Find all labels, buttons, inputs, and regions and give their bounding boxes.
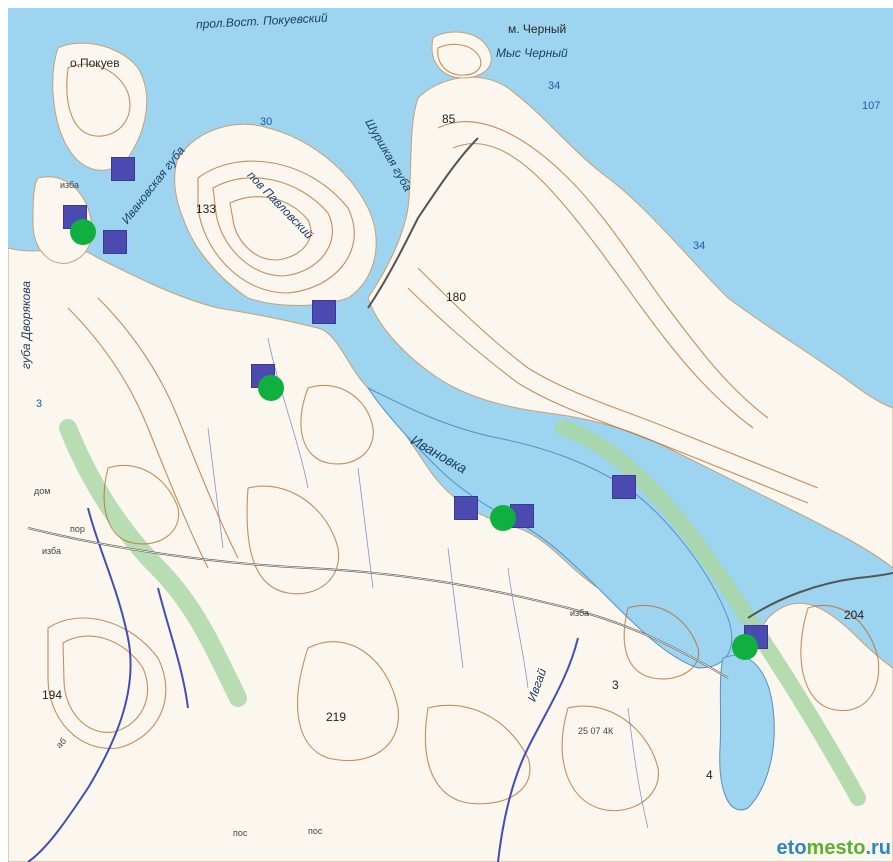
marker-square[interactable] [612,475,636,499]
label-road: пор [70,524,85,534]
watermark-part3: .ru [865,837,891,859]
elev-180: 180 [446,290,467,304]
elev-3: 3 [612,678,619,692]
marsh-west [59,419,247,707]
label-house: дом [34,486,51,496]
elev-194: 194 [42,688,63,702]
marker-circle[interactable] [258,375,284,401]
marker-square[interactable] [312,300,336,324]
marker-square[interactable] [103,230,127,254]
depth-107: 107 [862,100,881,112]
label-hut-3: изба [570,608,590,618]
elev-85: 85 [442,112,456,126]
roads-inner [27,527,729,679]
label-hut-1: изба [60,180,80,190]
label-road-2: пос [233,828,248,838]
landmass-northeast [367,76,893,569]
marker-circle[interactable] [732,634,758,660]
marker-square[interactable] [111,157,135,181]
watermark-part1: eto [776,837,807,859]
label-hut-2: изба [42,546,62,556]
marsh-belt [555,420,866,806]
topographic-map [8,8,893,862]
marker-square[interactable] [454,496,478,520]
label-island: о.Покуев [70,56,120,70]
elev-204: 204 [844,608,865,622]
watermark-part2: mesto [806,837,866,859]
watermark-logo: etomesto.ru [777,837,891,860]
road-mark: 25 07 4К [578,726,614,736]
label-cape: Мыс Черный [496,46,568,60]
marker-circle[interactable] [490,505,516,531]
label-cape-short: м. Черный [508,22,567,36]
elev-133: 133 [196,202,217,216]
depth-30: 30 [260,116,273,128]
island-cherny [431,31,492,79]
peninsula-pavlovsky [174,123,377,306]
map-view[interactable]: прол.Вост. Покуевский о.Покуев м. Черный… [8,8,893,862]
streams [207,337,649,829]
elev-4: 4 [706,768,713,782]
lake-south-lobe [719,655,775,811]
depth-34a: 34 [548,80,561,92]
label-bay-dvoryakova: губа Дворякова [19,280,34,370]
depth-3: 3 [36,398,43,410]
label-road-3: пос [308,826,323,836]
marker-circle[interactable] [70,219,96,245]
elev-219: 219 [326,710,347,724]
rivers [27,507,579,862]
lake-ivanovka [366,386,733,669]
depth-34b: 34 [693,240,706,252]
